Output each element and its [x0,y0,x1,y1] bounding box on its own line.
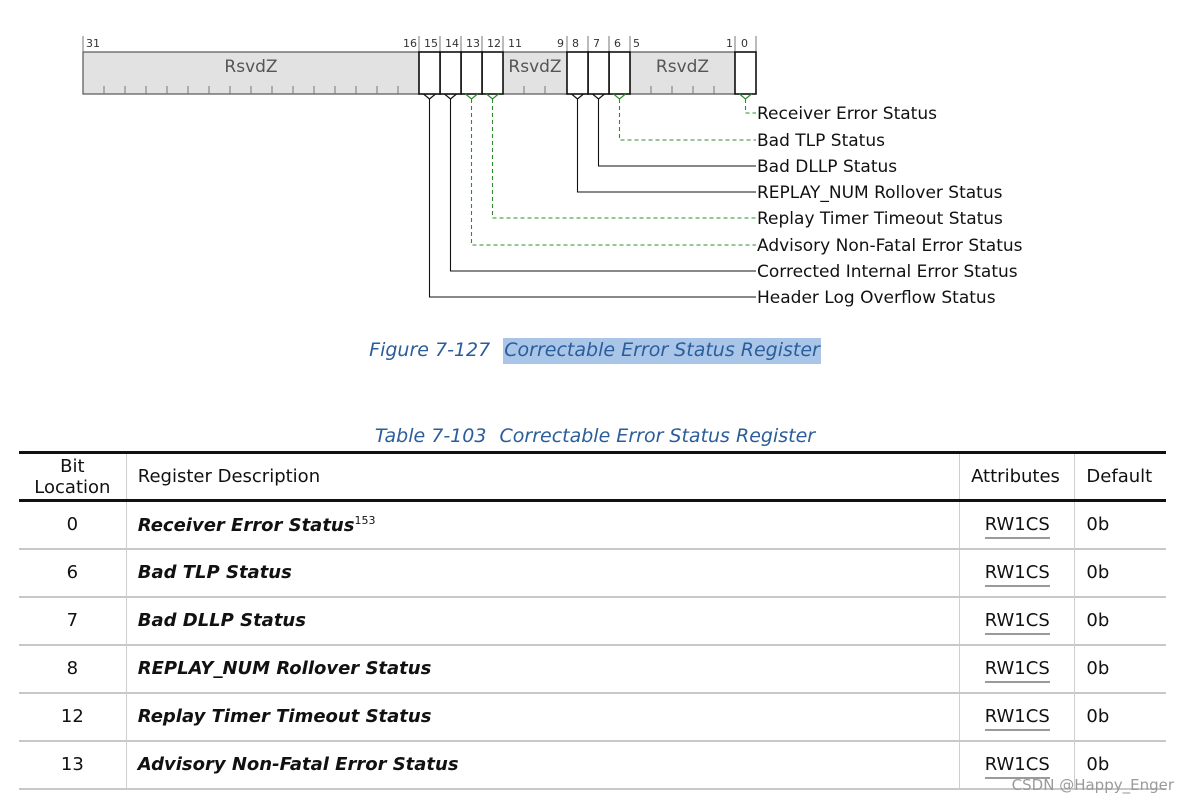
cell-description: Bad TLP Status [125,548,960,598]
field-label-bit-8: REPLAY_NUM Rollover Status [757,183,1003,203]
header-bit-location: Bit Location [19,451,127,502]
field-label-bit-6: Bad TLP Status [757,131,885,151]
attribute-link[interactable]: RW1CS [984,514,1050,540]
field-label-bit-14: Corrected Internal Error Status [757,262,1018,282]
cell-bit: 12 [19,692,127,742]
cell-default: 0b [1074,596,1166,646]
bit-number-1: 1 [726,37,733,50]
bit-number-31: 31 [86,37,100,50]
bit-6-leader-line [618,99,756,141]
cell-description: Bad DLLP Status [125,596,960,646]
bit-number-5: 5 [633,37,640,50]
cell-bit: 7 [19,596,127,646]
cell-default: 0b [1074,500,1166,550]
bit-number-11: 11 [508,37,522,50]
cell-description: Receiver Error Status153 [125,500,960,550]
cell-bit: 8 [19,644,127,694]
table-row: 12 Replay Timer Timeout Status RW1CS 0b [19,692,1166,742]
cell-attribute: RW1CS [959,548,1075,598]
attribute-link[interactable]: RW1CS [984,610,1050,635]
bit-14-leader-line [449,99,756,272]
bit-number-0: 0 [741,37,748,50]
cell-default: 0b [1074,692,1166,742]
figure-title: Correctable Error Status Register [503,338,821,364]
cell-attribute: RW1CS [959,596,1075,646]
cell-default: 0b [1074,740,1166,790]
field-label-bit-7: Bad DLLP Status [757,157,897,177]
bit-number-7: 7 [593,37,600,50]
cell-bit: 13 [19,740,127,790]
cell-bit: 6 [19,548,127,598]
reserved-label: RsvdZ [224,57,277,77]
header-register-description: Register Description [125,451,960,502]
bit-13-cell [460,51,483,95]
table-header-row: Bit Location Register Description Attrib… [19,451,1166,502]
bit-6-cell [608,51,631,95]
bit-number-6: 6 [614,37,621,50]
cell-description: Advisory Non-Fatal Error Status [125,740,960,790]
attribute-link[interactable]: RW1CS [984,754,1050,779]
cell-attribute: RW1CS [959,740,1075,790]
field-label-bit-12: Replay Timer Timeout Status [757,209,1003,229]
bit-14-cell [439,51,462,95]
field-label-bit-13: Advisory Non-Fatal Error Status [757,236,1023,256]
figure-caption: Figure 7-127 Correctable Error Status Re… [0,338,1190,364]
header-attributes: Attributes [959,451,1075,502]
attribute-link[interactable]: RW1CS [984,706,1050,731]
cell-default: 0b [1074,548,1166,598]
table-row: 0 Receiver Error Status153 RW1CS 0b [19,500,1166,550]
table-row: 13 Advisory Non-Fatal Error Status RW1CS… [19,740,1166,790]
bit-7-cell [587,51,610,95]
bit-8-leader-line [576,99,756,193]
bit-15-leader-line [428,99,756,298]
footnote-marker[interactable]: 153 [354,513,376,527]
table-row: 7 Bad DLLP Status RW1CS 0b [19,596,1166,646]
bit-12-cell [481,51,504,95]
bit-12-leader-line [491,99,756,219]
header-default: Default [1074,451,1166,502]
table-title: Correctable Error Status Register [499,425,816,447]
cell-attribute: RW1CS [959,692,1075,742]
watermark: CSDN @Happy_Enger [1011,776,1174,794]
table-row: 8 REPLAY_NUM Rollover Status RW1CS 0b [19,644,1166,694]
register-table: Bit Location Register Description Attrib… [19,451,1166,790]
bit-number-15: 15 [424,37,438,50]
bit-0-leader-line [744,99,756,114]
cell-bit: 0 [19,500,127,550]
figure-number: Figure 7-127 [369,339,491,361]
bit-7-leader-line [597,99,756,167]
bit-number-12: 12 [487,37,501,50]
bit-number-9: 9 [557,37,564,50]
reserved-label: RsvdZ [508,57,561,77]
cell-attribute: RW1CS [959,644,1075,694]
bit-0-cell [734,51,757,95]
bit-number-8: 8 [572,37,579,50]
cell-description: Replay Timer Timeout Status [125,692,960,742]
reserved-label: RsvdZ [656,57,709,77]
description-text: Receiver Error Status [137,514,355,536]
bit-13-leader-line [470,99,756,246]
cell-description: REPLAY_NUM Rollover Status [125,644,960,694]
bit-number-14: 14 [445,37,459,50]
table-row: 6 Bad TLP Status RW1CS 0b [19,548,1166,598]
table-number: Table 7-103 [374,425,487,447]
attribute-link[interactable]: RW1CS [984,562,1050,587]
field-label-bit-15: Header Log Overflow Status [757,288,996,308]
cell-default: 0b [1074,644,1166,694]
bit-number-16: 16 [403,37,417,50]
bit-8-cell [566,51,589,95]
cell-attribute: RW1CS [959,500,1075,550]
field-label-bit-0: Receiver Error Status [757,104,937,124]
table-caption: Table 7-103 Correctable Error Status Reg… [0,425,1190,447]
bit-number-13: 13 [466,37,480,50]
attribute-link[interactable]: RW1CS [984,658,1050,683]
bit-15-cell [418,51,441,95]
